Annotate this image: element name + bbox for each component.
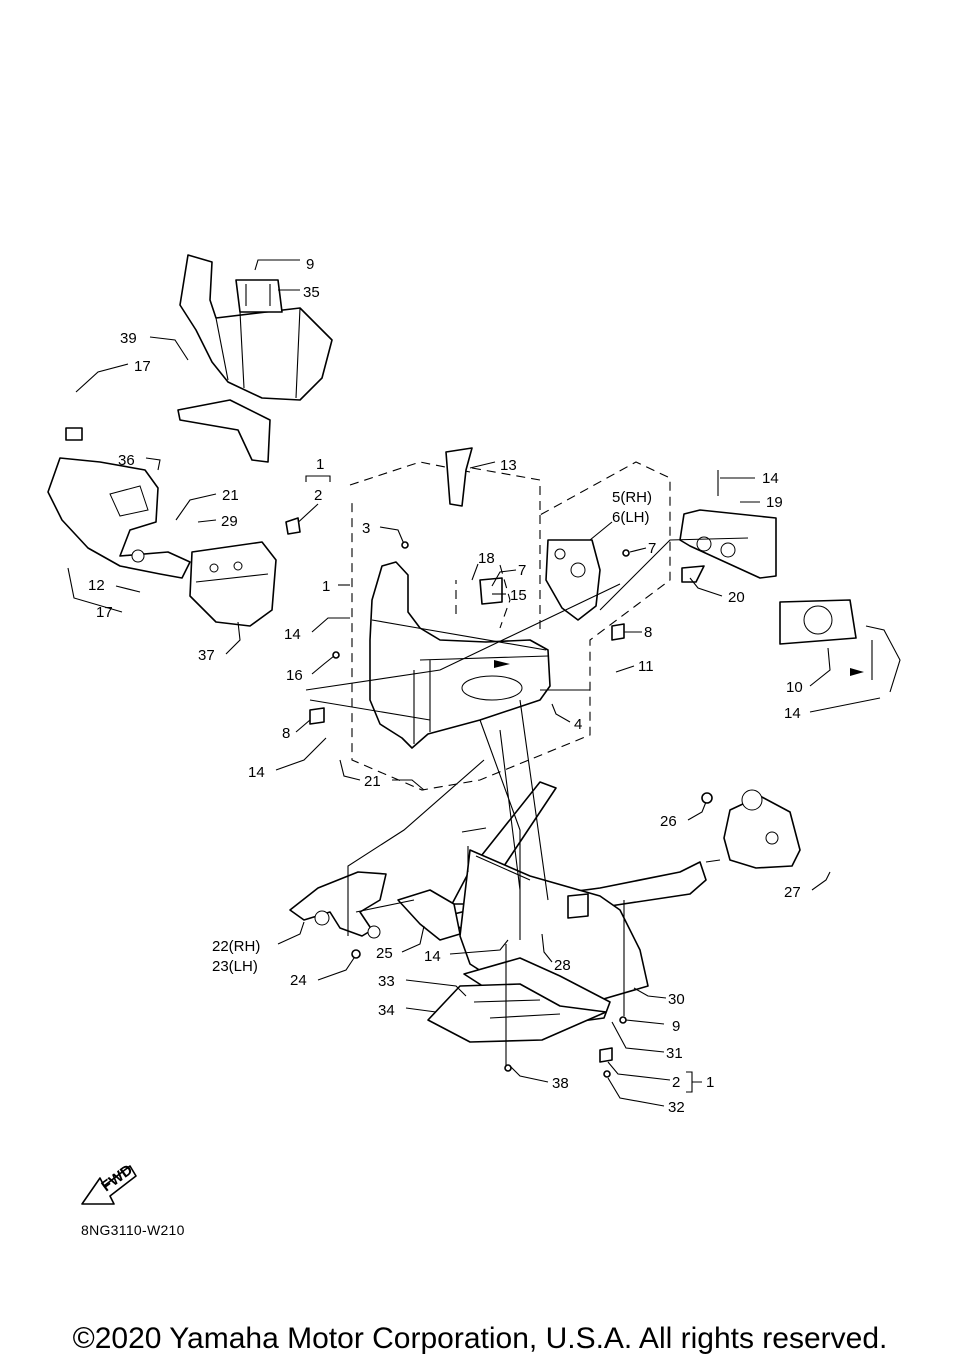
assembly-outline-inner [455, 515, 541, 630]
callout-14-bottom: 14 [424, 948, 441, 965]
cross-bracket-part [679, 509, 777, 583]
callout-2-bracket: 2 [314, 487, 322, 504]
callout-4: 4 [574, 716, 582, 733]
callout-21-left: 21 [222, 487, 239, 504]
guard-plate-part [189, 541, 277, 627]
callout-14-left: 14 [248, 764, 265, 781]
callout-14-top-right: 14 [762, 470, 779, 487]
callout-11: 11 [638, 658, 654, 675]
callout-22: 22(RH) [212, 938, 260, 955]
callout-37: 37 [198, 647, 215, 664]
callout-7-right: 7 [648, 540, 656, 557]
left-bracket-part [47, 427, 191, 579]
callout-5: 5(RH) [612, 489, 652, 506]
engine-mount-part [545, 539, 601, 621]
callout-1-bottom: 1 [706, 1074, 714, 1091]
callout-14-mid-left: 14 [284, 626, 301, 643]
callout-21-bottom: 21 [364, 773, 381, 790]
callout-16: 16 [286, 667, 303, 684]
callout-3: 3 [362, 520, 370, 537]
callout-12: 12 [88, 577, 105, 594]
callout-38: 38 [552, 1075, 569, 1092]
assembly-lines [305, 537, 749, 1066]
rear-bracket-part [723, 789, 801, 869]
front-frame-part [369, 447, 551, 749]
callout-24: 24 [290, 972, 307, 989]
callout-27: 27 [784, 884, 801, 901]
callout-20: 20 [728, 589, 745, 606]
callout-2-bottom: 2 [672, 1074, 680, 1091]
callout-7-mid: 7 [518, 562, 526, 579]
callout-13: 13 [500, 457, 517, 474]
callout-10: 10 [786, 679, 803, 696]
callouts: 9 35 39 17 36 21 29 1 2 13 14 19 [67, 256, 881, 1116]
upper-cover-part [177, 254, 333, 463]
knuckle-part [289, 871, 387, 939]
callout-14-right: 14 [784, 705, 801, 722]
callout-32: 32 [668, 1099, 685, 1116]
callout-1-bracket: 1 [316, 456, 324, 473]
skid-plate-small-part [779, 599, 901, 693]
callout-17-low: 17 [96, 604, 113, 621]
callout-1-frame: 1 [322, 578, 330, 595]
callout-29: 29 [221, 513, 238, 530]
callout-30: 30 [668, 991, 685, 1008]
callout-35: 35 [303, 284, 320, 301]
callout-18: 18 [478, 550, 495, 567]
callout-31: 31 [666, 1045, 683, 1062]
callout-39: 39 [120, 330, 137, 347]
copyright-notice: ©2020 Yamaha Motor Corporation, U.S.A. A… [72, 1322, 888, 1355]
lower-chassis-part [445, 781, 707, 1001]
callout-33: 33 [378, 973, 395, 990]
diagram-code: 8NG3110-W210 [81, 1222, 185, 1238]
skid-plates-part [427, 957, 613, 1063]
fwd-arrow-icon: FWD [81, 1161, 137, 1205]
callout-28: 28 [554, 957, 571, 974]
callout-25: 25 [376, 945, 393, 962]
callout-17-top: 17 [134, 358, 151, 375]
callout-19: 19 [766, 494, 783, 511]
callout-26: 26 [660, 813, 677, 830]
callout-15: 15 [510, 587, 527, 604]
callout-9-bottom: 9 [672, 1018, 680, 1035]
callout-36: 36 [118, 452, 135, 469]
callout-8-right: 8 [644, 624, 652, 641]
callout-23: 23(LH) [212, 958, 258, 975]
callout-6: 6(LH) [612, 509, 650, 526]
callout-34: 34 [378, 1002, 395, 1019]
callout-9-top: 9 [306, 256, 314, 273]
support-arm-part [397, 889, 461, 941]
callout-8-left: 8 [282, 725, 290, 742]
assembly-outline [349, 461, 671, 791]
